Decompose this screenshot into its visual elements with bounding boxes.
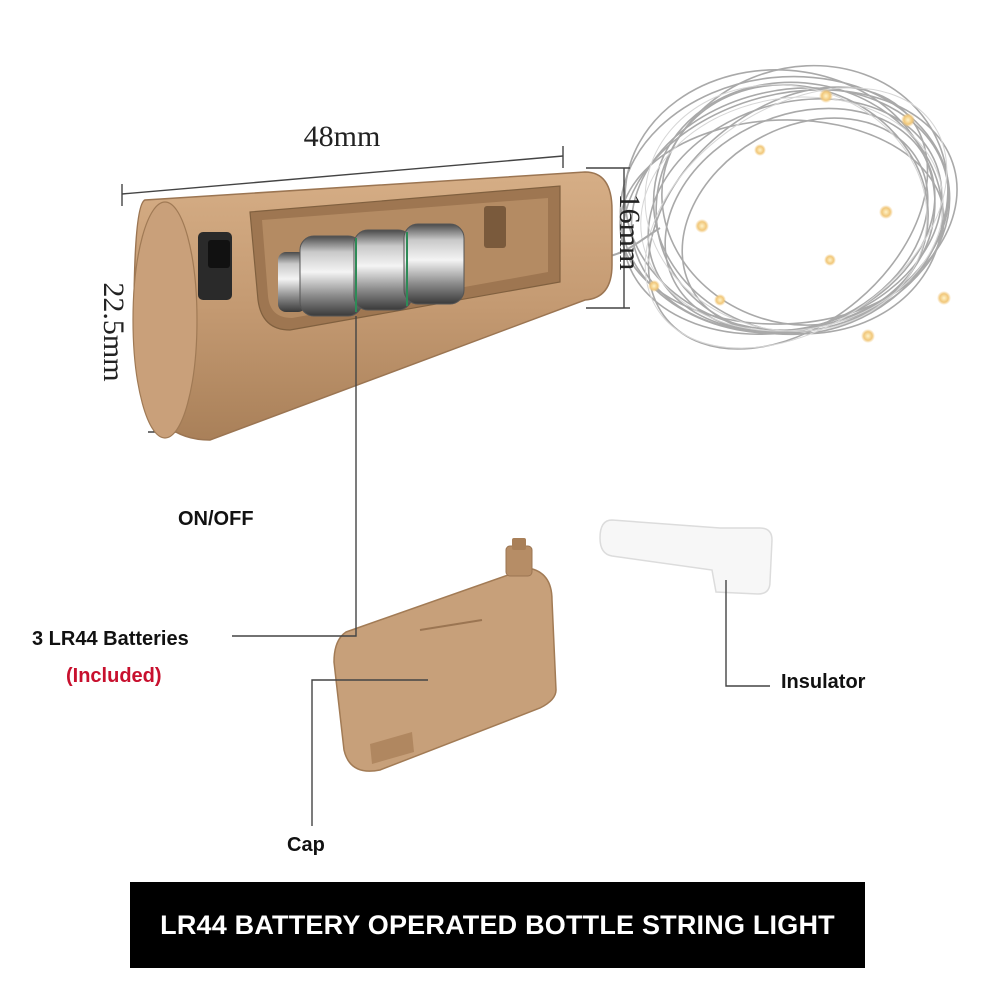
dim-height-label: 22.5mm [97,282,130,381]
wire-coil-highlights [640,84,948,349]
callout-batteries-note: (Included) [66,665,162,687]
callout-on-off: ON/OFF [178,508,254,530]
insulator-shape [599,519,773,595]
callout-batteries: 3 LR44 Batteries [32,628,189,650]
cap-shape [333,538,557,772]
leader-lines [232,316,770,826]
dim-length-label: 48mm [304,120,381,153]
dim-diameter-label: 16mm [613,194,646,271]
led-beads [648,89,951,343]
power-switch [198,232,232,300]
title-banner: LR44 BATTERY OPERATED BOTTLE STRING LIGH… [130,882,865,968]
callout-insulator: Insulator [781,671,866,693]
banner-title: LR44 BATTERY OPERATED BOTTLE STRING LIGH… [160,909,835,940]
lr44-batteries [278,223,465,317]
wire-coil [619,64,958,350]
callout-cap: Cap [287,834,325,856]
